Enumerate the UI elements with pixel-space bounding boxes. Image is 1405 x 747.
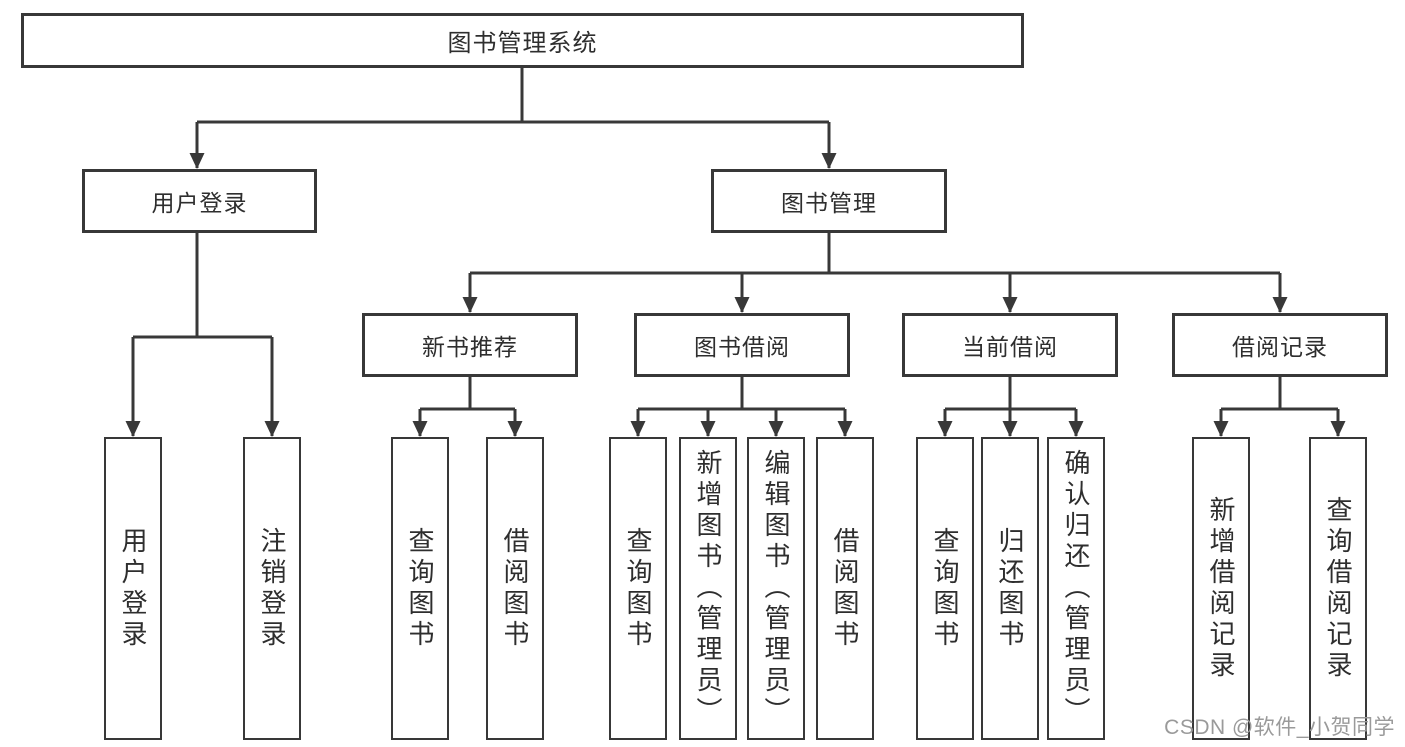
leaf-borrow-books-borrowing: 借阅图书 xyxy=(816,437,874,740)
leaf-borrow-books-recommend: 借阅图书 xyxy=(486,437,544,740)
leaf-query-borrow-record-label: 查询借阅记录 xyxy=(1323,495,1353,682)
bus-book-management xyxy=(470,233,1280,275)
watermark-csdn: CSDN @软件_小贺同学 xyxy=(1164,716,1395,739)
leaf-return-books-label: 归还图书 xyxy=(995,526,1025,651)
leaf-confirm-return-admin: 确认归还（管理员） xyxy=(1047,437,1105,740)
leaf-confirm-return-admin-label: 确认归还（管理员） xyxy=(1061,449,1091,728)
leaf-add-books-admin: 新增图书（管理员） xyxy=(679,437,737,740)
bus-current-borrowing xyxy=(945,377,1076,411)
bus-book-borrowing xyxy=(638,377,845,411)
leaf-user-login-label: 用户登录 xyxy=(118,526,148,651)
leaf-borrow-books-recommend-label: 借阅图书 xyxy=(500,526,530,651)
node-book-borrowing-label: 图书借阅 xyxy=(694,334,790,360)
node-book-management-label: 图书管理 xyxy=(781,190,877,216)
node-borrow-records-label: 借阅记录 xyxy=(1232,334,1328,360)
leaf-query-books-current-label: 查询图书 xyxy=(930,526,960,651)
leaf-add-books-admin-label: 新增图书（管理员） xyxy=(693,449,723,728)
node-new-book-recommend: 新书推荐 xyxy=(362,313,578,377)
leaf-edit-books-admin-label: 编辑图书（管理员） xyxy=(761,449,791,728)
node-current-borrowing-label: 当前借阅 xyxy=(962,334,1058,360)
leaf-query-borrow-record: 查询借阅记录 xyxy=(1309,437,1367,740)
node-root: 图书管理系统 xyxy=(21,13,1024,68)
node-root-label: 图书管理系统 xyxy=(447,30,598,57)
leaf-add-borrow-record-label: 新增借阅记录 xyxy=(1206,495,1236,682)
leaf-query-books-recommend-label: 查询图书 xyxy=(405,526,435,651)
leaf-add-borrow-record: 新增借阅记录 xyxy=(1192,437,1250,740)
leaf-edit-books-admin: 编辑图书（管理员） xyxy=(747,437,805,740)
bus-new-book-recommend xyxy=(420,377,515,411)
leaf-query-books-borrowing: 查询图书 xyxy=(609,437,667,740)
node-user-login-label: 用户登录 xyxy=(151,190,248,216)
leaf-user-login: 用户登录 xyxy=(104,437,162,740)
node-borrow-records: 借阅记录 xyxy=(1172,313,1388,377)
bus-root xyxy=(197,68,829,124)
bus-user-login xyxy=(133,233,272,339)
node-book-borrowing: 图书借阅 xyxy=(634,313,850,377)
leaf-query-books-current: 查询图书 xyxy=(916,437,974,740)
bus-borrow-records xyxy=(1221,377,1338,411)
leaf-borrow-books-borrowing-label: 借阅图书 xyxy=(830,526,860,651)
node-user-login: 用户登录 xyxy=(82,169,317,233)
leaf-logout-label: 注销登录 xyxy=(257,526,287,651)
node-current-borrowing: 当前借阅 xyxy=(902,313,1118,377)
leaf-logout: 注销登录 xyxy=(243,437,301,740)
leaf-query-books-borrowing-label: 查询图书 xyxy=(623,526,653,651)
leaf-query-books-recommend: 查询图书 xyxy=(391,437,449,740)
leaf-return-books: 归还图书 xyxy=(981,437,1039,740)
node-new-book-recommend-label: 新书推荐 xyxy=(422,334,518,360)
node-book-management: 图书管理 xyxy=(711,169,947,233)
